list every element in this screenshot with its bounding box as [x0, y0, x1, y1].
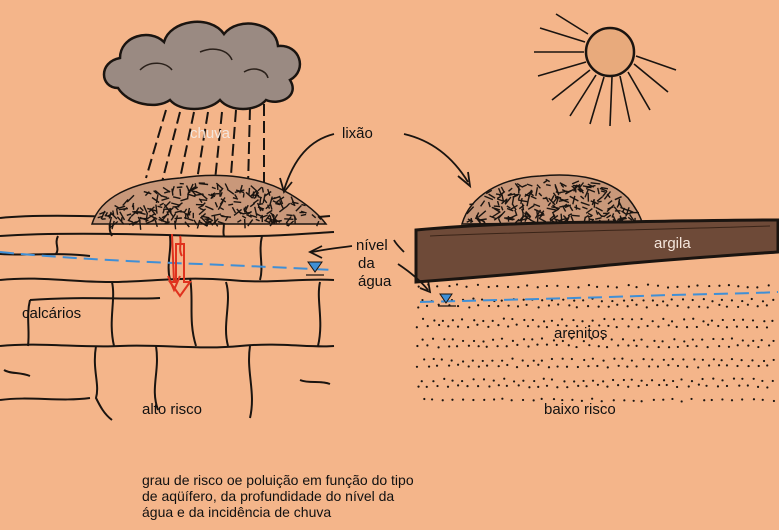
garbage-texture-right [466, 178, 639, 229]
pointer-arrows [279, 133, 472, 294]
sandstone-label: arenitos [554, 325, 608, 342]
caption-line-3: água e da incidência de chuva [142, 504, 332, 520]
caption-line-1: grau de risco oe poluição em função do t… [142, 472, 414, 488]
garbage-pile-left [90, 174, 328, 225]
water-level-label-line2: da [358, 255, 375, 272]
garbage-texture-left [97, 182, 322, 230]
infiltration-arrow [167, 233, 192, 298]
water-level-label-line1: nível [356, 237, 388, 254]
rain-lines [145, 104, 265, 191]
caption: grau de risco oe poluição em função do t… [142, 472, 482, 520]
water-level-label-line3: água [358, 273, 392, 290]
dump-label: lixão [342, 125, 373, 142]
sun-icon [534, 13, 677, 127]
high-risk-label: alto risco [142, 401, 203, 418]
water-table-left [0, 251, 335, 276]
cloud-icon [102, 20, 302, 111]
low-risk-label: baixo risco [544, 401, 616, 418]
caption-line-2: de aqüífero, da profundidade do nível da [142, 488, 395, 504]
limestone-label: calcários [22, 305, 82, 322]
rain-label: chuva [190, 125, 231, 142]
clay-layer [414, 218, 779, 284]
water-table-right [419, 291, 779, 307]
clay-label: argila [654, 235, 691, 252]
